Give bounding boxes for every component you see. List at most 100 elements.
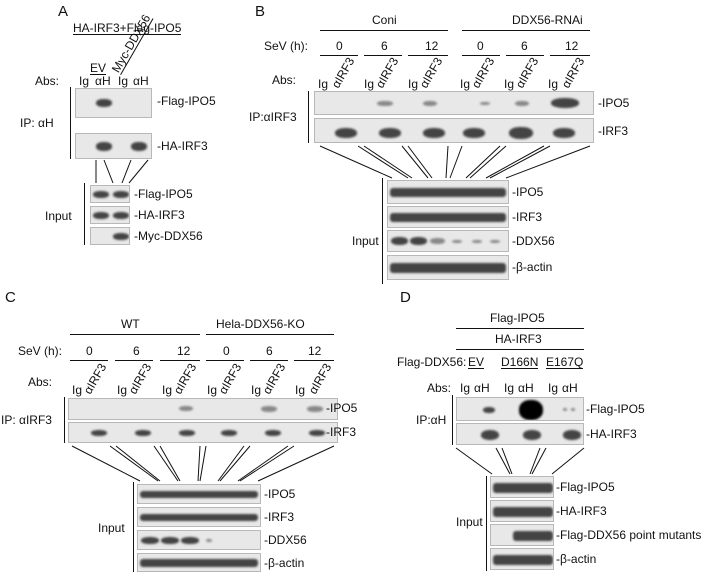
time-underline: [550, 55, 590, 56]
lane-label: Ig: [162, 383, 173, 397]
time-label: 6: [381, 39, 388, 53]
blot-ip-ipo5: [75, 88, 152, 118]
lane-label: Ig: [460, 381, 471, 395]
blot-input-irf3: [137, 507, 261, 527]
blot-input-ipo5: [137, 484, 261, 504]
band: [553, 128, 575, 138]
band: [410, 237, 427, 245]
header-underline: [456, 328, 584, 329]
mutant-label: EV: [468, 355, 485, 369]
time-label: 12: [425, 39, 439, 53]
blot-input-actin: [137, 553, 261, 572]
time-label: 6: [266, 344, 273, 358]
band: [480, 102, 490, 105]
time-underline: [408, 55, 448, 56]
lane-label: Ig: [504, 381, 515, 395]
band: [140, 491, 258, 498]
panel-c-input-label: Input: [98, 521, 125, 535]
time-underline: [462, 55, 500, 56]
band-label: -IPO5: [512, 185, 544, 199]
band: [493, 507, 553, 517]
band: [551, 98, 579, 108]
blot-input-ipo5: [387, 180, 509, 204]
blot-input-irf3: [387, 206, 509, 228]
band: [452, 240, 462, 243]
blot-ip-ipo5: [456, 397, 584, 421]
group-underline: [462, 30, 590, 31]
panel-d-letter: D: [400, 289, 411, 306]
band: [481, 430, 499, 440]
panel-d-ddx-label: Flag-DDX56:: [397, 355, 467, 369]
time-underline: [320, 55, 358, 56]
time-underline: [115, 360, 153, 361]
time-label: 0: [477, 39, 484, 53]
band: [179, 406, 193, 411]
lane-label: αH: [518, 381, 534, 395]
time-underline: [364, 55, 402, 56]
blot-input-ddx56: [387, 230, 509, 252]
band-label: -Flag-DDX56 point mutants: [556, 528, 702, 542]
lane-label: αH: [474, 381, 490, 395]
blot-ip-ipo5: [314, 91, 594, 115]
band: [563, 408, 567, 411]
time-underline: [506, 55, 544, 56]
time-label: 6: [133, 344, 140, 358]
lane-label: Ig: [295, 383, 306, 397]
panel-b-ip-label: IP:αIRF3: [249, 110, 297, 124]
panel-c-abs-label: Abs:: [28, 375, 53, 389]
lane-label: Ig: [460, 77, 471, 91]
band-label: -Flag-IPO5: [134, 187, 193, 201]
blot-input-ipo5: [90, 185, 130, 203]
time-underline: [294, 360, 334, 361]
bracket-line: [486, 476, 487, 571]
blot-input-irf3: [90, 206, 130, 224]
lane-label: αH: [133, 74, 149, 88]
band-label: -HA-IRF3: [556, 504, 607, 518]
lane-label: Ig: [548, 381, 559, 395]
band: [113, 212, 129, 219]
band: [135, 430, 151, 436]
bracket-line: [452, 395, 453, 445]
band: [523, 430, 541, 440]
band: [113, 233, 129, 240]
lane-label: Ig: [408, 77, 419, 91]
panel-c-letter: C: [5, 289, 16, 306]
band-label: -β-actin: [512, 260, 553, 274]
panel-c-ip-label: IP: αIRF3: [1, 413, 52, 427]
band-label: -Flag-IPO5: [556, 480, 615, 494]
mutant-label: E167Q: [546, 355, 584, 369]
mutant-label: D166N: [501, 355, 539, 369]
time-label: 12: [308, 344, 322, 358]
bracket-line: [133, 482, 134, 572]
blot-ip-irf3: [314, 118, 594, 143]
band: [430, 238, 445, 244]
bracket-line: [308, 91, 309, 143]
lane-label: Ig: [251, 383, 262, 397]
band: [571, 408, 575, 411]
blot-ip-irf3: [68, 422, 338, 443]
band: [493, 555, 553, 565]
group-underline: [320, 30, 448, 31]
band: [391, 237, 408, 245]
band: [390, 188, 506, 197]
bracket-line: [382, 178, 383, 284]
panel-c-group-1: WT: [121, 317, 140, 331]
band: [390, 263, 506, 273]
band: [463, 128, 485, 138]
bracket-line: [64, 397, 65, 443]
panel-d-header-1: Flag-IPO5: [490, 311, 545, 325]
band-label: -HA-IRF3: [586, 427, 637, 441]
band: [509, 127, 533, 139]
panel-d-ip-label: IP:αH: [416, 413, 447, 427]
blot-ip-irf3: [456, 423, 584, 445]
band-label: -IRF3: [598, 124, 628, 138]
band-label: -β-actin: [556, 552, 597, 566]
header-underline: [456, 349, 584, 350]
lane-label: Ig: [207, 383, 218, 397]
band-label: -Flag-IPO5: [157, 94, 216, 108]
blot-input-actin: [490, 548, 554, 570]
band: [140, 559, 258, 567]
panel-a-cond-ev: EV: [90, 61, 107, 75]
band-label: -IRF3: [326, 425, 356, 439]
band: [515, 101, 529, 106]
